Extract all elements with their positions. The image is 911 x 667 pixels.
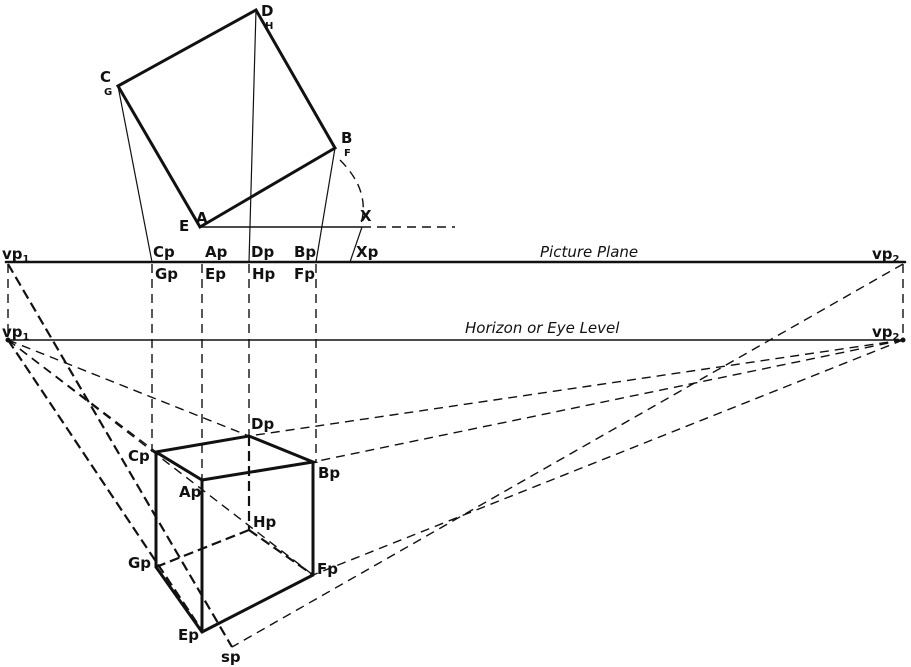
vl-vp1-dp [7,339,250,437]
vanishing-lines [7,263,904,648]
pp-label-bp: Bp [294,243,316,261]
plan-label-a: A [196,209,208,227]
plan-label-b: B [341,129,352,147]
vl-vp1-cp [7,339,157,453]
plan-label-g: G [104,87,112,98]
horizon-caption: Horizon or Eye Level [465,319,620,337]
projector-d [248,9,257,263]
vl-vp2-fp [312,339,904,576]
cube-label-fp: Fp [317,560,338,578]
cube-hidden-hf [248,529,314,576]
cube-edge-ge [154,565,204,634]
swing-arc [339,159,364,228]
pp-label-ap: Ap [205,243,228,261]
vl-vp2-dp [248,339,904,437]
cube-label-hp: Hp [253,513,277,531]
vl-vp1-sp [7,263,233,648]
vl-vp1-ep [7,339,204,633]
vp1-label-horizon: vp1 [2,323,30,343]
plan-label-h: H [265,21,273,32]
plan-label-x: X [360,207,372,225]
cube-top-face [151,434,319,482]
pp-label-xp: Xp [356,243,379,261]
pp-label-fp: Fp [294,265,315,283]
pp-label-ep: Ep [205,265,226,283]
plan-square [115,7,338,230]
cube-label-cp: Cp [128,447,150,465]
cube-label-bp: Bp [318,464,340,482]
pp-label-cp: Cp [153,243,175,261]
pp-label-dp: Dp [251,243,274,261]
plan-label-e: E [179,217,189,235]
plan-label-c: C [100,68,111,86]
planes [4,260,907,343]
cube-label-dp: Dp [251,415,274,433]
cube [151,434,319,634]
pp-label-gp: Gp [155,265,178,283]
cube-label-gp: Gp [128,554,151,572]
vl-vp2-bp [312,339,904,463]
vl-vp2-sp [231,263,904,648]
vp2-label-horizon: vp2 [872,323,900,343]
pp-label-hp: Hp [252,265,276,283]
plan-label-f: F [344,148,351,159]
cube-label-ep: Ep [178,626,199,644]
plan-view [115,7,455,263]
station-point-label: sp [221,648,241,666]
projector-c [117,85,153,263]
vp2-label-top: vp2 [872,245,900,265]
projector-x [349,226,363,263]
plan-label-d: D [261,2,273,20]
cube-label-ap: Ap [179,483,202,501]
picture-plane-caption: Picture Plane [540,243,638,261]
cube-edge-ef [200,573,315,634]
vl-vp1-fp [7,339,314,576]
projector-b [315,147,336,263]
vp1-label-top: vp1 [2,245,30,265]
